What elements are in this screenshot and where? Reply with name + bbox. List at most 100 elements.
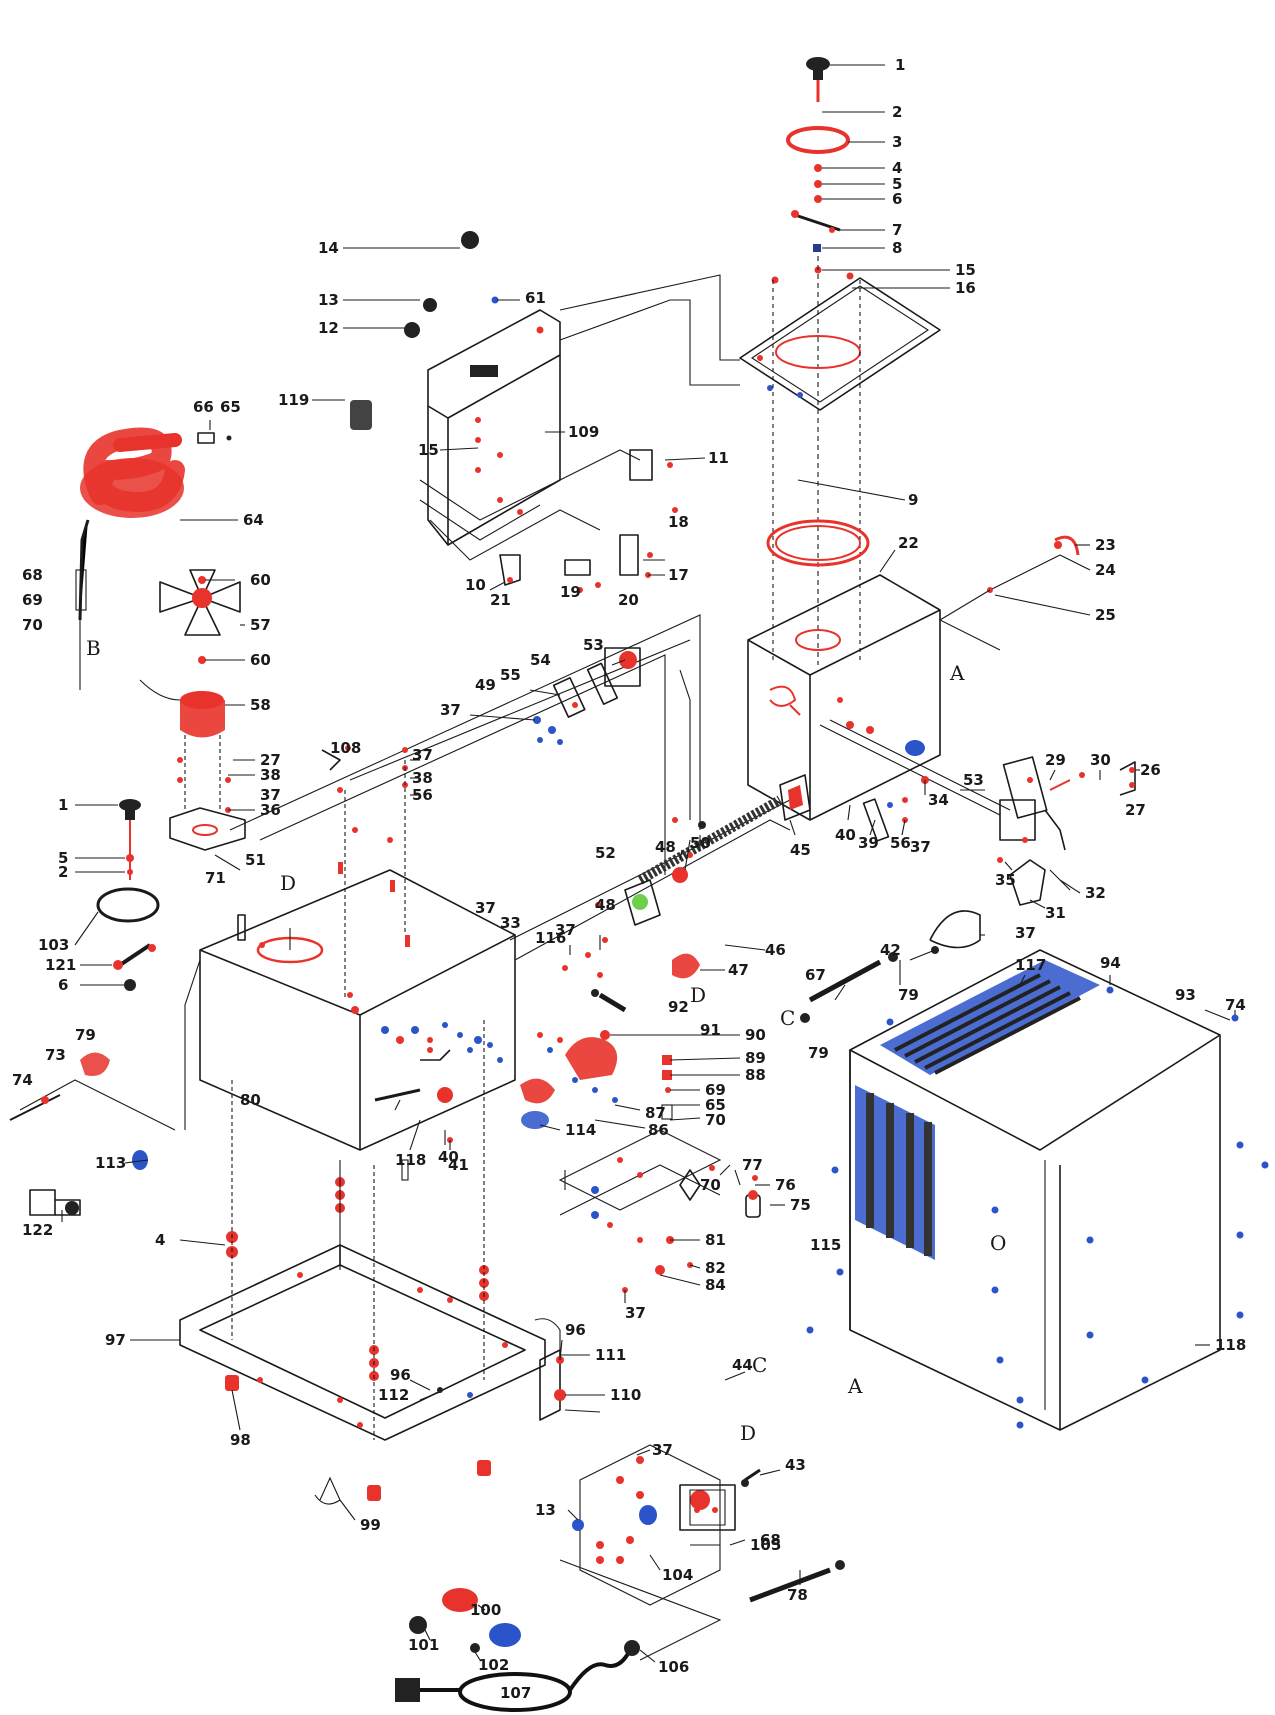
callout-17: 17 — [668, 566, 689, 584]
callout-67: 67 — [805, 966, 826, 984]
callout-92: 92 — [668, 998, 689, 1016]
water-tank — [19, 869, 516, 1151]
callout-69: 69 — [22, 591, 43, 609]
ref-letter-D-center: D — [690, 983, 706, 1007]
callout-70c: 70 — [700, 1176, 721, 1194]
callout-7: 7 — [892, 221, 902, 239]
callout-89: 89 — [745, 1049, 766, 1067]
callout-68b: 68 — [760, 1531, 781, 1549]
callout-73: 73 — [45, 1046, 66, 1064]
lower-left-fittings — [409, 1588, 521, 1653]
callout-38: 38 — [260, 766, 281, 784]
ref-letter-C-left: C — [780, 1006, 795, 1030]
center-mount-brackets — [321, 745, 410, 1014]
ref-letter-A-boiler: A — [949, 661, 965, 685]
callout-13b: 13 — [535, 1501, 556, 1519]
ref-letter-D-lower: D — [740, 1421, 756, 1445]
callout-37h: 37 — [625, 1304, 646, 1322]
callout-40b: 40 — [438, 1148, 459, 1166]
callout-2b: 2 — [58, 863, 68, 881]
callout-121: 121 — [45, 956, 76, 974]
callout-25: 25 — [1095, 606, 1116, 624]
callout-56b: 56 — [890, 834, 911, 852]
callout-79c: 79 — [808, 1044, 829, 1062]
callout-66: 66 — [193, 398, 214, 416]
lower-fittings-plate — [558, 1129, 761, 1293]
boiler-housing — [747, 574, 941, 821]
callout-112: 112 — [378, 1386, 409, 1404]
heater-element — [562, 774, 811, 1013]
callout-86: 86 — [648, 1121, 669, 1139]
callout-44: 44 — [732, 1356, 753, 1374]
cabinet-side-grille — [855, 1085, 935, 1260]
callout-5: 5 — [892, 175, 902, 193]
callout-15: 15 — [955, 261, 976, 279]
callout-4b: 4 — [155, 1231, 165, 1249]
left-valve-parts — [9, 1052, 148, 1216]
ref-letter-B: B — [86, 636, 101, 660]
callout-6: 6 — [892, 190, 902, 208]
callout-70: 70 — [22, 616, 43, 634]
callout-97: 97 — [105, 1331, 126, 1349]
callout-100: 100 — [470, 1601, 501, 1619]
callout-19: 19 — [560, 583, 581, 601]
callout-99: 99 — [360, 1516, 381, 1534]
control-bracket-assembly — [350, 231, 740, 593]
connecting-lines — [229, 614, 791, 961]
callout-54: 54 — [530, 651, 551, 669]
callout-78: 78 — [787, 1586, 808, 1604]
callout-47: 47 — [728, 961, 749, 979]
callout-101: 101 — [408, 1636, 439, 1654]
callout-56: 56 — [412, 786, 433, 804]
top-frame-plate — [739, 277, 941, 411]
callout-labels: 1 2 3 4 5 6 7 8 15 16 14 13 12 61 119 66… — [12, 56, 1246, 1702]
fan-assembly — [139, 569, 246, 851]
callout-117: 117 — [1015, 956, 1046, 974]
callout-60: 60 — [250, 571, 271, 589]
callout-24: 24 — [1095, 561, 1116, 579]
callout-37g: 37 — [475, 899, 496, 917]
callout-41: 41 — [448, 1156, 469, 1174]
top-stack-assembly — [771, 57, 854, 665]
callout-46: 46 — [765, 941, 786, 959]
large-ring-gasket — [766, 519, 870, 567]
callout-27b: 27 — [1125, 801, 1146, 819]
callout-96: 96 — [390, 1366, 411, 1384]
callout-61: 61 — [525, 289, 546, 307]
callout-45: 45 — [790, 841, 811, 859]
callout-38b: 38 — [412, 769, 433, 787]
callout-42: 42 — [880, 941, 901, 959]
callout-105: 105 — [750, 1536, 781, 1554]
callout-64: 64 — [243, 511, 264, 529]
callout-37b: 37 — [412, 746, 433, 764]
callout-69b: 69 — [705, 1081, 726, 1099]
callout-53b: 53 — [963, 771, 984, 789]
callout-34: 34 — [928, 791, 949, 809]
callout-16: 16 — [955, 279, 976, 297]
callout-49: 49 — [475, 676, 496, 694]
reference-letters: A B D C C D A O D — [86, 636, 1006, 1445]
callout-27: 27 — [260, 751, 281, 769]
callout-119: 119 — [278, 391, 309, 409]
right-valve-assembly — [819, 535, 1136, 961]
callout-74b: 74 — [12, 1071, 33, 1089]
callout-68: 68 — [22, 566, 43, 584]
feet-and-bolts — [225, 1020, 491, 1505]
callout-8: 8 — [892, 239, 902, 257]
callout-32: 32 — [1085, 884, 1106, 902]
callout-115: 115 — [810, 1236, 841, 1254]
callout-10: 10 — [465, 576, 486, 594]
callout-55: 55 — [500, 666, 521, 684]
callout-108: 108 — [330, 739, 361, 757]
base-frame — [179, 1244, 546, 1441]
callout-35: 35 — [995, 871, 1016, 889]
callout-116: 116 — [535, 929, 566, 947]
callout-88: 88 — [745, 1066, 766, 1084]
callout-33: 33 — [500, 914, 521, 932]
left-small-stack — [96, 799, 160, 991]
callout-2: 2 — [892, 103, 902, 121]
hose-coil — [75, 427, 232, 690]
power-cord — [395, 1640, 640, 1712]
callout-15b: 15 — [418, 441, 439, 459]
